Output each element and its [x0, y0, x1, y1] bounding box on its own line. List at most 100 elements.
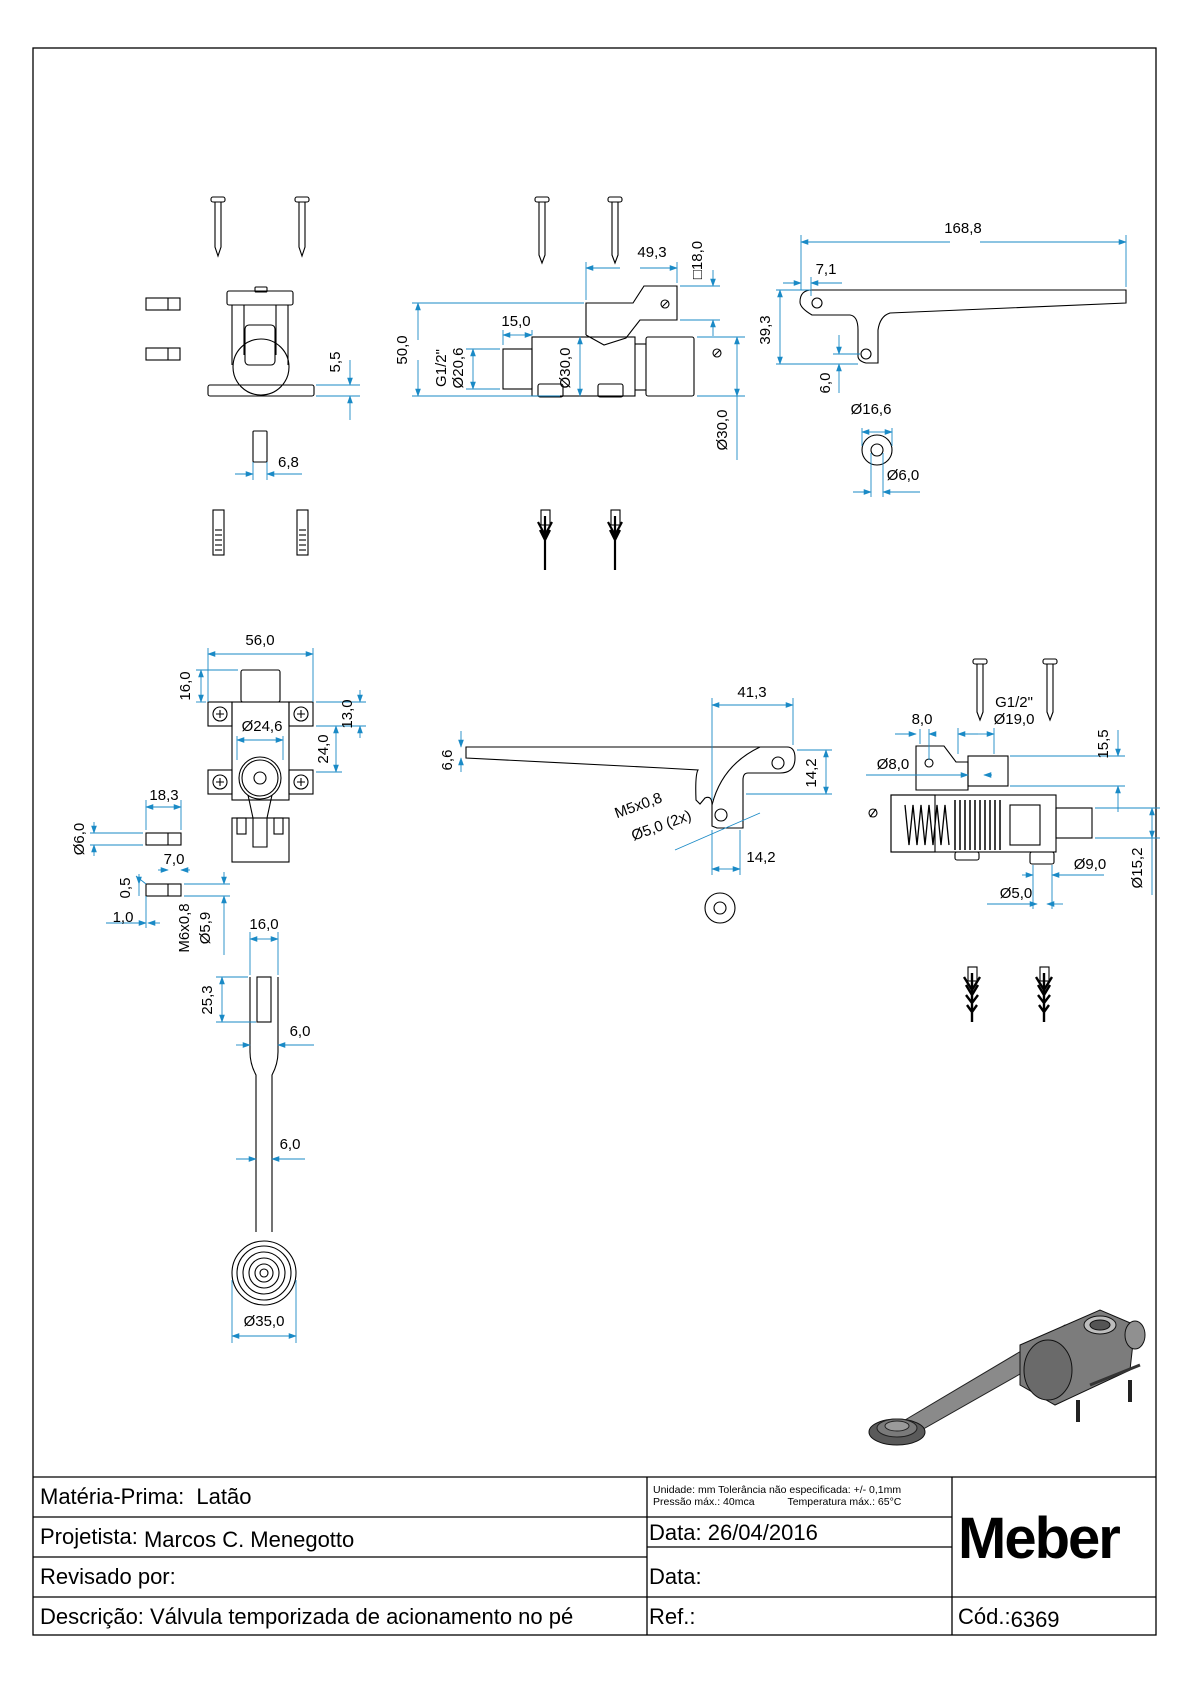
cod-value: 6369 [1010, 1607, 1060, 1632]
temperature-note: Temperatura máx.: 65°C [787, 1496, 902, 1508]
valve-cap [226, 290, 294, 306]
dim-label: G1/2" [433, 349, 450, 387]
revisado-label: Revisado por: [40, 1564, 176, 1589]
dim-label: Ø30,0 [714, 410, 731, 451]
dim-label: 6,6 [439, 750, 456, 771]
dim-label: □18,0 [689, 241, 706, 279]
pin-icon [145, 297, 181, 311]
dim-label: 25,3 [199, 985, 216, 1014]
dim-label: M6x0,8 [176, 903, 193, 952]
dim-label: 7,1 [816, 261, 837, 278]
dim-label: 0,5 [117, 878, 134, 899]
pin-icon [145, 347, 181, 361]
company-logo: Meber [958, 1506, 1121, 1571]
valve-body-circle [232, 338, 290, 396]
lever-detail [799, 289, 1127, 466]
screw-icon [293, 774, 309, 790]
projetista-field: Projetista: Marcos C. Menegotto [40, 1524, 354, 1552]
wall-anchor-icon [212, 509, 225, 556]
dim-label: G1/2" [995, 694, 1033, 711]
dim-label: 56,0 [245, 632, 274, 649]
washer [861, 434, 893, 466]
lever-profile [799, 289, 1127, 364]
data2-label: Data: [649, 1564, 702, 1589]
dim-label: 24,0 [315, 734, 332, 763]
dim-label: 14,2 [803, 758, 820, 787]
base-plate [207, 384, 315, 397]
lever-detail-dimensions [776, 235, 1127, 497]
screw-icon [212, 706, 228, 722]
materia-prima-label: Matéria-Prima: [40, 1484, 185, 1509]
pin-details-dimensions [90, 800, 230, 955]
dim-label: Ø35,0 [244, 1313, 285, 1330]
data-value: 26/04/2016 [707, 1520, 818, 1545]
dim-label: Ø16,6 [851, 401, 892, 418]
nail-icon [534, 196, 550, 265]
descricao-field: Descrição: Válvula temporizada de aciona… [40, 1604, 573, 1630]
screw-icon [212, 774, 228, 790]
top-view-dimensions [196, 648, 366, 773]
dim-label: 15,0 [501, 313, 530, 330]
front-view-dimensions [412, 262, 745, 460]
nail-icon [294, 196, 310, 258]
dim-label: Ø5,9 [197, 912, 214, 945]
valve-section [868, 658, 1093, 1022]
dim-label: 6,0 [817, 373, 834, 394]
dim-label: Ø6,0 [887, 467, 920, 484]
dim-label: Ø15,2 [1129, 848, 1146, 889]
nail-icon [972, 658, 988, 722]
nail-icon [1042, 658, 1058, 722]
dim-label: Ø9,0 [1074, 856, 1107, 873]
dim-label: 41,3 [737, 684, 766, 701]
lever-profile [465, 746, 796, 829]
data-field: Data: 26/04/2016 [649, 1520, 818, 1546]
dim-label: 39,3 [757, 315, 774, 344]
dim-label: 18,3 [149, 787, 178, 804]
dim-label: 49,3 [637, 244, 666, 261]
dim-label: 14,2 [746, 849, 775, 866]
dim-label: M5x0,8 [612, 789, 664, 822]
dim-label: 6,0 [280, 1136, 301, 1153]
dim-label: 6,8 [278, 454, 299, 471]
dim-label: 7,0 [164, 851, 185, 868]
dim-label: 15,5 [1095, 729, 1112, 758]
screw-icon [293, 706, 309, 722]
dim-label: 6,0 [290, 1023, 311, 1040]
lever-side [465, 746, 796, 924]
nail-icon [210, 196, 226, 258]
wall-anchor-icon [962, 966, 982, 1022]
dim-label: Ø5,0 [1000, 885, 1033, 902]
pin-details [145, 832, 182, 897]
top-view [207, 669, 314, 863]
materia-prima-field: Matéria-Prima: Latão [40, 1484, 251, 1510]
dim-label: 1,0 [113, 909, 134, 926]
wall-anchor-icon [537, 509, 553, 570]
spec-notes-line1: Unidade: mm Tolerância não especificada:… [653, 1484, 902, 1496]
ref-label: Ref.: [649, 1604, 696, 1629]
dim-label: 16,0 [177, 671, 194, 700]
wall-anchor-icon [607, 509, 623, 570]
dim-label: 50,0 [394, 335, 411, 364]
dim-label: Ø20,6 [450, 348, 467, 389]
dim-label: Ø24,6 [242, 718, 283, 735]
side-view-dimensions [235, 360, 360, 480]
valve-section-dimensions [866, 728, 1160, 909]
materia-prima-value: Latão [196, 1484, 252, 1509]
dim-label: 16,0 [249, 916, 278, 933]
dim-label: Ø19,0 [994, 711, 1035, 728]
front-view [502, 196, 722, 570]
spec-notes: Unidade: mm Tolerância não especificada:… [653, 1484, 901, 1508]
projetista-label: Projetista: [40, 1524, 138, 1549]
descricao-value: Válvula temporizada de acionamento no pé [150, 1604, 574, 1629]
dim-label: 13,0 [339, 699, 356, 728]
dim-label: 168,8 [944, 220, 982, 237]
pedal-rod [231, 976, 297, 1306]
dim-label: Ø8,0 [877, 756, 910, 773]
dim-label: 5,5 [327, 352, 344, 373]
descricao-label: Descrição: [40, 1604, 144, 1629]
dim-label: Ø6,0 [71, 823, 88, 856]
nail-icon [607, 196, 623, 265]
foot-pad [231, 1240, 297, 1306]
lever-side-dimensions [458, 698, 832, 875]
